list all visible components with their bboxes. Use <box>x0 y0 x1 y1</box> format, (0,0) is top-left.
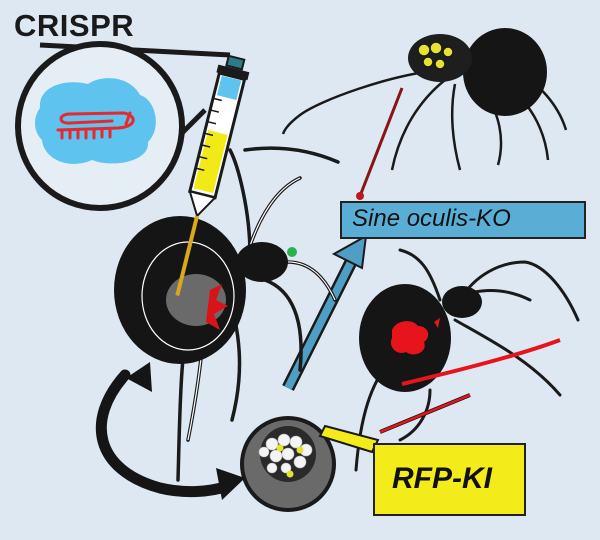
knockin-pointer <box>318 393 471 454</box>
curved-arrow-icon <box>96 362 245 500</box>
syringe-icon <box>175 54 250 296</box>
spider-rfp-icon <box>354 248 580 472</box>
crispr-magnifier-circle-icon <box>15 41 185 211</box>
egg-sac-icon <box>240 416 336 512</box>
crispr-title: CRISPR <box>14 8 135 43</box>
knockout-pointer <box>356 87 404 200</box>
knockin-label: RFP-KI <box>392 462 492 495</box>
spider-top-right-icon <box>281 28 568 171</box>
knockin-label-box <box>373 443 526 516</box>
guide-rna-icon <box>56 111 135 140</box>
knockout-label: Sine oculis-KO <box>352 205 511 232</box>
knockout-label-box <box>340 201 586 239</box>
